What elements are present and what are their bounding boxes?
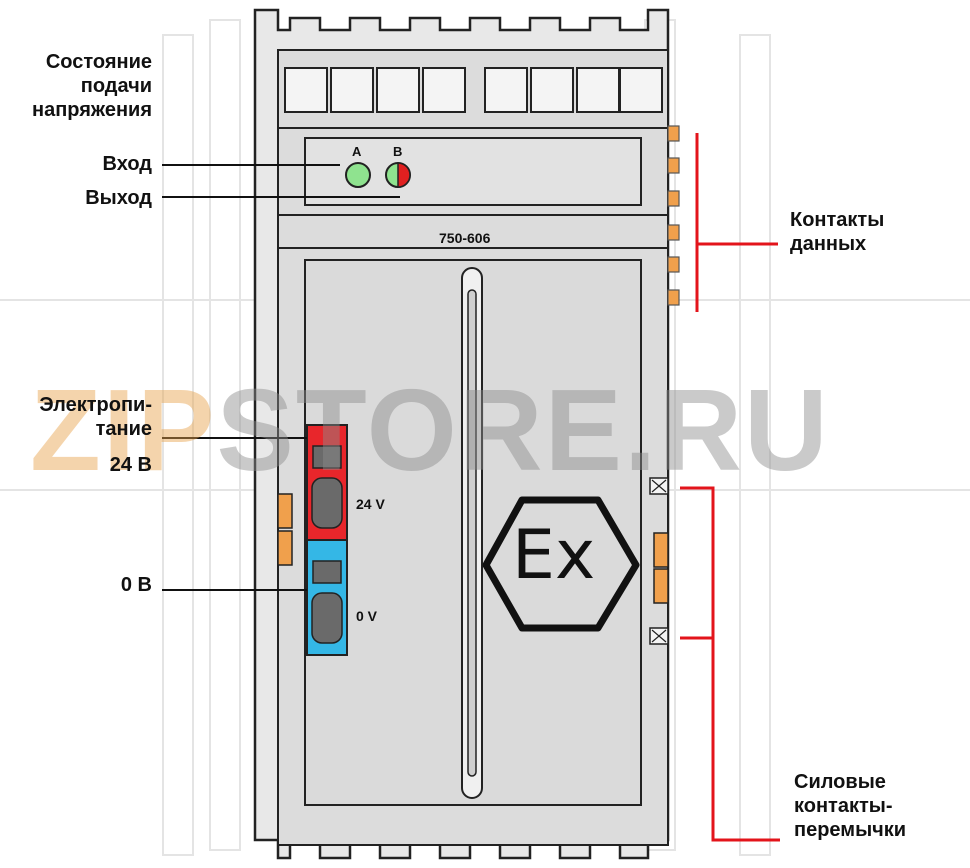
watermark-part-1: ZIP bbox=[30, 365, 217, 495]
input-label: Вход bbox=[102, 153, 152, 175]
zero-v-label: 0 В bbox=[120, 574, 152, 596]
leader-lines bbox=[162, 164, 400, 591]
callout-lines bbox=[680, 133, 780, 842]
left-power-contacts bbox=[277, 493, 293, 566]
power-supply-line-1: Электропи- bbox=[39, 394, 152, 416]
power-jumpers-label: Силовые контакты- перемычки bbox=[794, 770, 906, 842]
housing-dividers bbox=[278, 127, 668, 249]
power-jumpers-line-3: перемычки bbox=[794, 819, 907, 841]
top-terminal-slots bbox=[284, 67, 663, 113]
led-a-indicator bbox=[345, 162, 371, 188]
ex-mark: Ex bbox=[512, 516, 596, 595]
power-jumpers-line-1: Силовые bbox=[794, 771, 886, 793]
power-status-line-1: Состояние bbox=[45, 51, 152, 73]
power-supply-line-2: тание bbox=[95, 418, 152, 440]
watermark-part-2: STORE.RU bbox=[216, 365, 830, 495]
data-contacts bbox=[667, 125, 680, 306]
terminal-24v-label: 24 V bbox=[356, 496, 385, 512]
power-status-label: Состояние подачи напряжения bbox=[32, 50, 152, 122]
terminal-0v-label: 0 V bbox=[356, 608, 378, 624]
output-label: Выход bbox=[85, 187, 152, 209]
terminal-0v-block bbox=[306, 539, 348, 656]
data-contacts-line-2: данных bbox=[790, 233, 867, 255]
power-jumper-contacts bbox=[649, 477, 669, 645]
led-a-label: A bbox=[352, 144, 362, 159]
power-status-line-2: подачи bbox=[80, 75, 152, 97]
power-supply-label: Электропи- тание 24 В bbox=[39, 393, 152, 477]
power-jumpers-line-2: контакты- bbox=[794, 795, 893, 817]
release-slot bbox=[461, 267, 483, 799]
background-rails bbox=[0, 19, 970, 856]
led-b-label: B bbox=[393, 144, 403, 159]
led-b-red-half bbox=[397, 162, 411, 188]
ex-hexagon bbox=[482, 496, 640, 632]
model-number: 750-606 bbox=[439, 230, 491, 246]
data-contacts-line-1: Контакты bbox=[790, 209, 885, 231]
watermark: ZIPSTORE.RU bbox=[30, 372, 830, 488]
power-supply-line-3: 24 В bbox=[109, 454, 152, 476]
terminal-24v-block bbox=[306, 424, 348, 541]
power-status-line-3: напряжения bbox=[32, 99, 152, 121]
data-contacts-label: Контакты данных bbox=[790, 208, 884, 256]
